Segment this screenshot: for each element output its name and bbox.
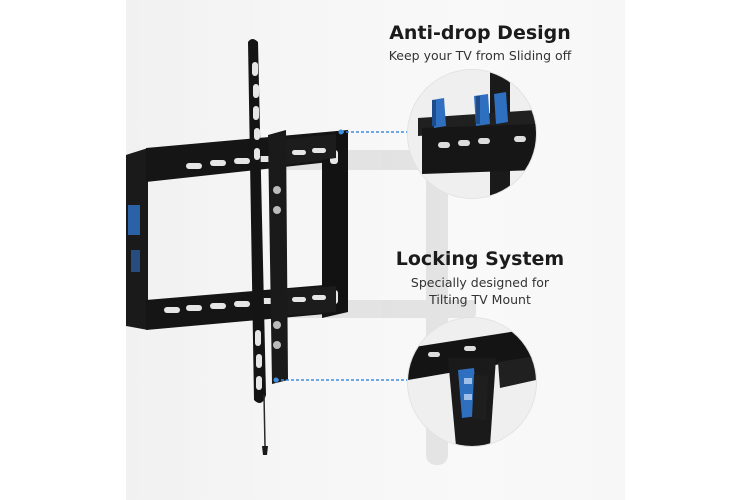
locking-system-detail-icon (408, 318, 536, 446)
product-image-panel: Anti-drop Design Keep your TV from Slidi… (126, 0, 625, 500)
feature-subtitle-line-2: Tilting TV Mount (429, 292, 531, 307)
release-pull-string (262, 394, 268, 455)
vertical-tilt-arm (248, 39, 288, 404)
anti-drop-detail-image (408, 70, 536, 198)
locking-system-detail-image (408, 318, 536, 446)
feature-title: Anti-drop Design (389, 22, 571, 44)
callout-dot-top (338, 129, 344, 135)
feature-subtitle-line-1: Specially designed for (410, 275, 550, 290)
wall-plate (126, 148, 148, 330)
callout-dot-bottom (273, 377, 279, 383)
rail-extensions (276, 134, 336, 316)
feature-title: Locking System (395, 248, 565, 270)
anti-drop-detail-icon (408, 70, 536, 198)
feature-subtitle: Keep your TV from Sliding off (388, 48, 572, 63)
